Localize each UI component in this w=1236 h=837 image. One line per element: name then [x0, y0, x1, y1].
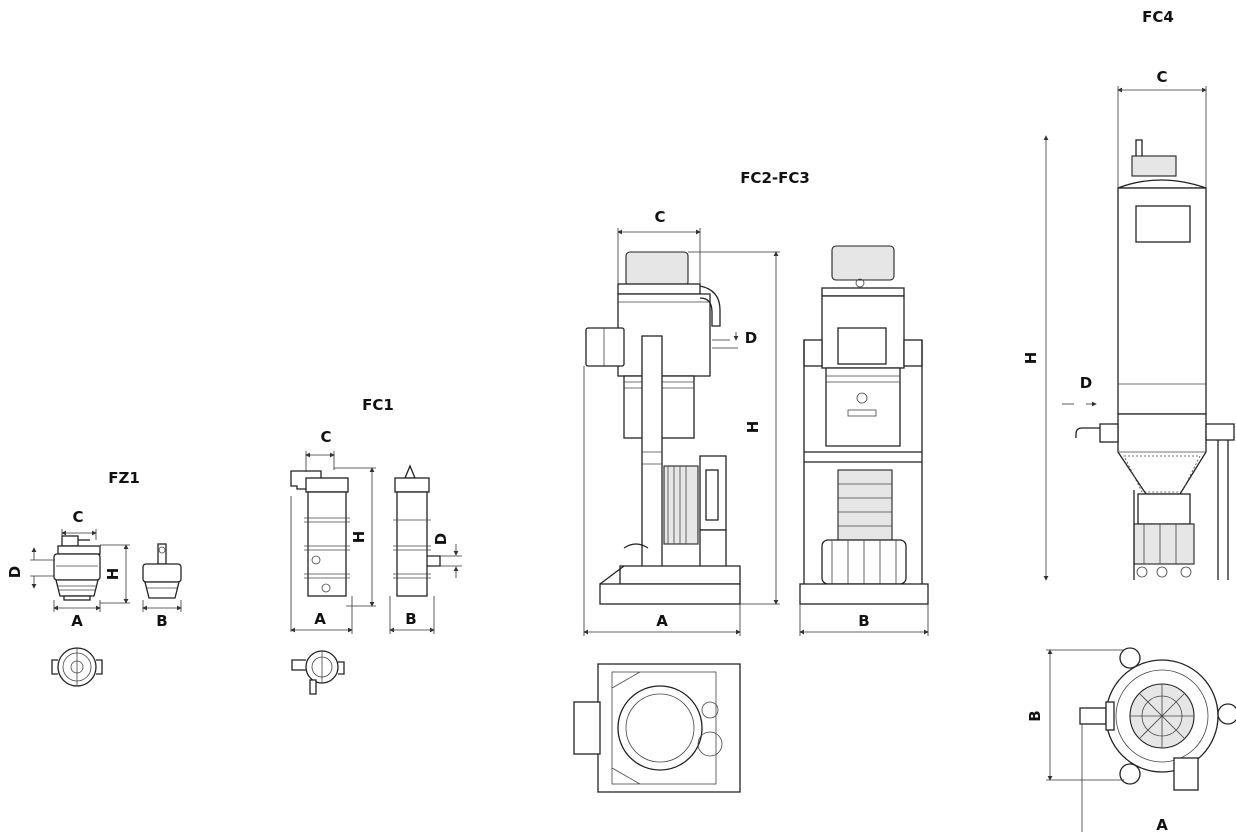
fz1-title: FZ1	[108, 469, 140, 487]
fc4-title: FC4	[1142, 8, 1174, 26]
fz1-front-view: A C H D	[6, 508, 130, 630]
fc2fc3-front-view: A C H D	[583, 208, 780, 636]
fc2fc3-dim-h: H	[744, 421, 762, 434]
fc2fc3-dim-d: D	[745, 329, 757, 347]
fc1-dim-c: C	[320, 428, 331, 446]
fz1-dim-d: D	[6, 566, 24, 578]
fc2fc3-top-view	[573, 663, 741, 793]
fz1-top-view	[51, 647, 103, 687]
fc2fc3-title: FC2-FC3	[740, 169, 810, 187]
fz1-side-view: B	[142, 543, 182, 630]
fz1-dim-c: C	[72, 508, 83, 526]
model-fz1: FZ1 A C H	[6, 469, 182, 687]
model-fc2-fc3: FC2-FC3	[573, 169, 929, 793]
fc2fc3-dim-b: B	[858, 612, 869, 630]
fc2fc3-dim-a: A	[656, 612, 668, 630]
fc1-title: FC1	[362, 396, 394, 414]
fc4-top-view: B A	[1026, 647, 1236, 834]
fc1-dim-a: A	[314, 610, 326, 628]
fc4-dim-b: B	[1026, 710, 1044, 721]
fc1-dim-b: B	[405, 610, 416, 628]
fz1-dim-b: B	[156, 612, 167, 630]
fc1-dim-h: H	[350, 531, 368, 544]
fc2fc3-dim-c: C	[654, 208, 665, 226]
fc1-front-view: A C H	[290, 428, 376, 634]
fz1-dim-h: H	[104, 568, 122, 581]
fc4-dim-d: D	[1080, 374, 1092, 392]
fc4-dim-h: H	[1022, 352, 1040, 365]
fc2fc3-side-view: B	[799, 245, 929, 636]
fc4-dim-c: C	[1156, 68, 1167, 86]
model-fc1: FC1 A C H	[290, 396, 462, 695]
fc1-top-view	[291, 650, 345, 695]
fz1-dim-a: A	[71, 612, 83, 630]
model-fc4: FC4	[1022, 8, 1236, 834]
fc4-front-view: C H D	[1022, 68, 1235, 581]
fc1-dim-d: D	[432, 533, 450, 545]
fc1-side-view: B D	[389, 464, 462, 634]
fc4-dim-a: A	[1156, 816, 1168, 834]
